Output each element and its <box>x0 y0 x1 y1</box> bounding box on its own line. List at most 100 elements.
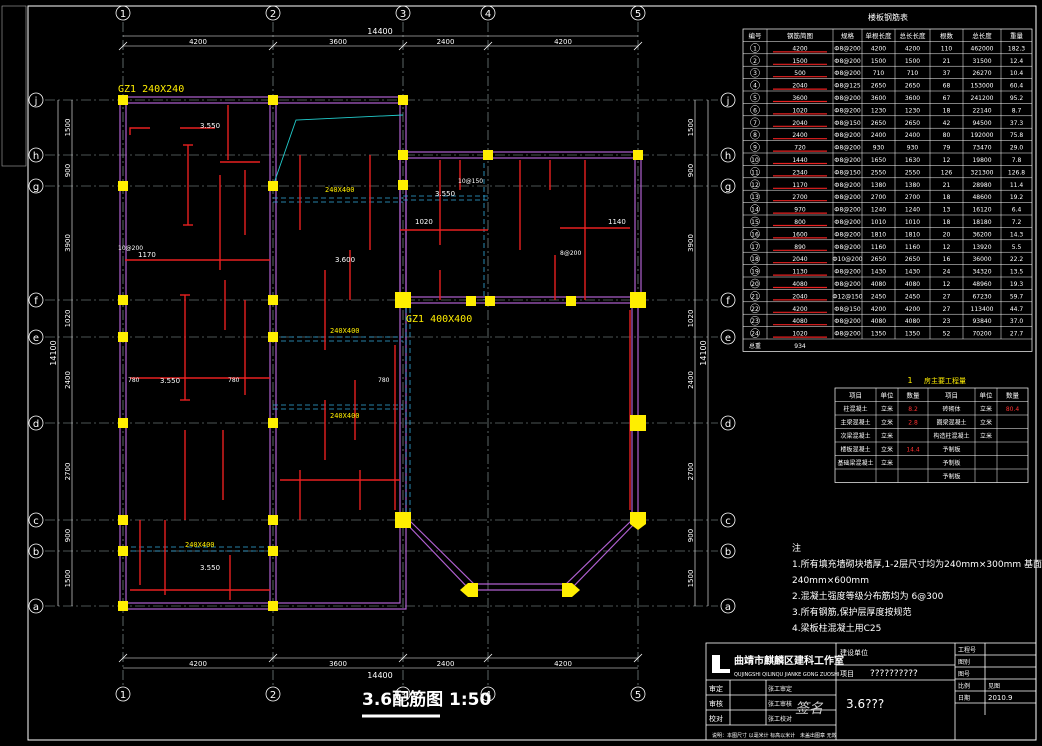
rebar-cell: 1810 <box>871 231 886 238</box>
rebar-cell: 1240 <box>871 207 886 214</box>
dim-right-span: 2400 <box>687 371 695 389</box>
rebar-cell: 44.7 <box>1010 306 1024 313</box>
qty-cell: 柱混凝土 <box>843 405 867 413</box>
axis-bubble-right <box>720 178 736 194</box>
axis-bubble-top <box>395 5 411 21</box>
rebar-cell: 1240 <box>905 207 920 214</box>
rebar-cell: 13 <box>943 207 951 214</box>
rebar-cell: 12 <box>751 182 759 189</box>
label-beam-a: 240X400 <box>325 186 355 194</box>
axis-bubble-right <box>720 543 736 559</box>
rebar-cell: 10.4 <box>1010 70 1024 77</box>
drawing-title: 3.6配筋图 1:50 <box>362 689 491 710</box>
dim-bottom-span: 4200 <box>554 660 572 668</box>
axis-bubble-right <box>720 147 736 163</box>
qty-cell: 楼板混凝土 <box>840 446 870 454</box>
rebar-cell: 126 <box>941 169 953 176</box>
tb-right-label-4: 比例 <box>958 682 970 690</box>
rebar-cell: 2700 <box>905 194 920 201</box>
axis-bubble-left <box>28 543 44 559</box>
label-dim-780c: 780 <box>378 377 390 384</box>
axis-bubble-left <box>28 92 44 108</box>
qty-cell: 14.4 <box>906 447 920 454</box>
rebar-cell: 970 <box>794 207 806 214</box>
rebar-cell: Ф8@200 <box>834 70 861 77</box>
axis-bubble-left <box>28 512 44 528</box>
rebar-cell: 37.3 <box>1010 120 1024 127</box>
rebar-no-circle <box>750 191 760 202</box>
tb-right-label-2: 图别 <box>958 658 970 666</box>
dim-right-span: 2700 <box>687 463 695 481</box>
rebar-cell: 1630 <box>905 157 920 164</box>
rebar-cell: 1500 <box>905 58 920 65</box>
rebar-cell: 14 <box>751 207 759 214</box>
label-column-240: GZ1 240X240 <box>118 84 184 95</box>
qty-cell: 基础梁混凝土 <box>837 459 873 467</box>
label-beam-c: 240X400 <box>330 412 360 420</box>
axis-label-right: a <box>725 602 731 613</box>
rebar-cell: 3600 <box>871 95 886 102</box>
rebar-cell: 2400 <box>871 132 886 139</box>
rebar-cell: 27 <box>943 293 951 300</box>
rebar-cell: 14.3 <box>1010 231 1024 238</box>
notes-line-3: 2.混凝土强度等级分布筋均为 6@300 <box>792 590 944 602</box>
qty-cell: 80.4 <box>1006 406 1020 413</box>
axis-bubble-bottom <box>115 686 131 702</box>
rebar-cell: 12 <box>943 157 951 164</box>
rebar-cell: 80 <box>943 132 951 139</box>
rebar-cell: 12 <box>943 244 951 251</box>
dim-right-span: 900 <box>687 164 695 177</box>
rebar-cell: 241200 <box>971 95 994 102</box>
rebar-cell: Ф8@200 <box>834 132 861 139</box>
label-rebar-1: 10@200 <box>118 245 143 252</box>
rebar-cell: 67230 <box>972 293 991 300</box>
rebar-cell: 13.5 <box>1010 269 1024 276</box>
rebar-cell: 4080 <box>792 318 807 325</box>
rebar-cell: 1650 <box>871 157 886 164</box>
dim-left-span: 1020 <box>64 310 72 328</box>
dim-bottom-total: 14400 <box>367 671 392 680</box>
label-dim-780b: 780 <box>228 377 240 384</box>
rebar-cell: 11 <box>751 169 759 176</box>
rebar-cell: 22.2 <box>1010 256 1024 263</box>
rebar-cell: 710 <box>907 70 919 77</box>
dim-top-span: 4200 <box>554 38 572 46</box>
rebar-no-circle <box>750 67 760 78</box>
rebar-cell: 3600 <box>792 95 807 102</box>
tb-project-label2: 项目 <box>840 670 854 678</box>
tb-footer-left: 说明：本图尺寸 以毫米计 标高以米计 <box>712 732 795 739</box>
axis-label-top: 4 <box>485 9 491 20</box>
tb-row-value-3: 张工校对 <box>768 715 792 723</box>
tb-project-value: ?????????? <box>870 669 918 679</box>
rebar-table-title: 楼板钢筋表 <box>868 12 908 22</box>
qty-cell: 8.2 <box>908 406 918 413</box>
dim-left-span: 3900 <box>64 234 72 252</box>
tb-project-label: 建设单位 <box>840 648 868 657</box>
tb-right-label-1: 工程号 <box>958 646 976 654</box>
rebar-cell: 1170 <box>792 182 807 189</box>
rebar-cell: 12 <box>943 281 951 288</box>
rebar-cell: Ф8@200 <box>834 219 861 226</box>
rebar-cell: Ф8@150 <box>834 306 861 313</box>
tb-right-value-5: 2010.9 <box>988 694 1013 702</box>
rebar-header: 总长度 <box>972 31 992 40</box>
axis-label-bottom: 5 <box>635 690 641 701</box>
rebar-no-circle <box>750 117 760 128</box>
rebar-no-circle <box>750 278 760 289</box>
rebar-cell: 1380 <box>905 182 920 189</box>
rebar-no-circle <box>750 129 760 140</box>
qty-cell: 砖砌体 <box>942 405 960 413</box>
axis-bubble-left <box>28 178 44 194</box>
rebar-cell: 321300 <box>971 169 994 176</box>
tb-row-label-2: 审核 <box>709 699 723 708</box>
axis-label-right: b <box>725 547 731 558</box>
rebar-cell: 2650 <box>871 120 886 127</box>
rebar-cell: 95.2 <box>1010 95 1024 102</box>
axis-label-left: j <box>34 96 38 107</box>
title-block <box>705 642 1037 741</box>
qty-header: 单位 <box>980 391 994 400</box>
rebar-header: 规格 <box>841 31 855 40</box>
rebar-cell: 890 <box>794 244 806 251</box>
qty-cell: 立米 <box>980 405 992 413</box>
